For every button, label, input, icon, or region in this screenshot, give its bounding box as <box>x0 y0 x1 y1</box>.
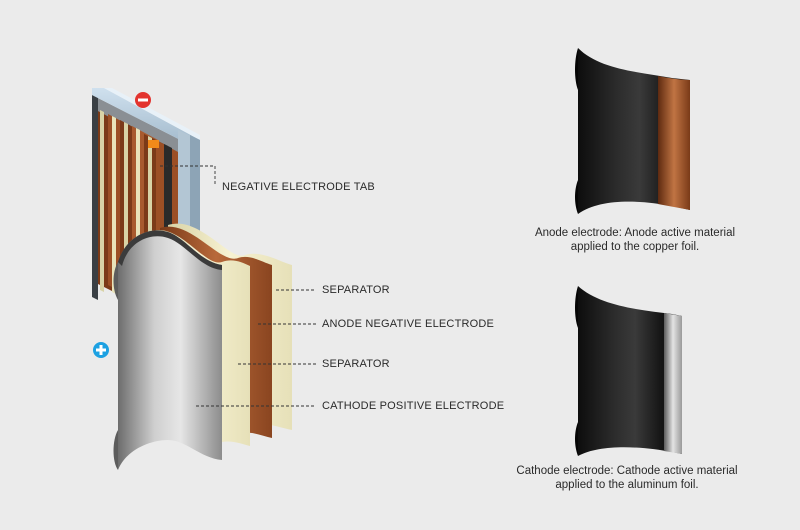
tab-highlight <box>148 140 159 148</box>
anode-caption-line-1: Anode electrode: Anode active material <box>534 227 736 239</box>
cathode-caption-line-2: applied to the aluminum foil. <box>555 479 699 491</box>
cathode-caption-line-1: Cathode electrode: Cathode active materi… <box>516 465 738 477</box>
leader-lines <box>160 165 316 407</box>
anode-caption: Anode electrode: Anode active material a… <box>505 226 765 254</box>
leader-negative-tab <box>160 165 216 186</box>
label-negative-electrode-tab: NEGATIVE ELECTRODE TAB <box>222 181 375 193</box>
cathode-foil-illustration <box>575 286 682 456</box>
label-anode-negative-electrode: ANODE NEGATIVE ELECTRODE <box>322 318 495 330</box>
cathode-caption: Cathode electrode: Cathode active materi… <box>497 464 757 492</box>
anode-foil-illustration <box>575 48 690 214</box>
minus-sign-icon <box>135 92 151 108</box>
label-separator-2: SEPARATOR <box>322 358 390 370</box>
plus-sign-icon <box>93 342 109 358</box>
rolled-layers <box>113 223 292 470</box>
label-cathode-positive-electrode: CATHODE POSITIVE ELECTRODE <box>322 400 505 412</box>
anode-caption-line-2: applied to the copper foil. <box>570 241 700 253</box>
label-separator-1: SEPARATOR <box>322 284 390 296</box>
